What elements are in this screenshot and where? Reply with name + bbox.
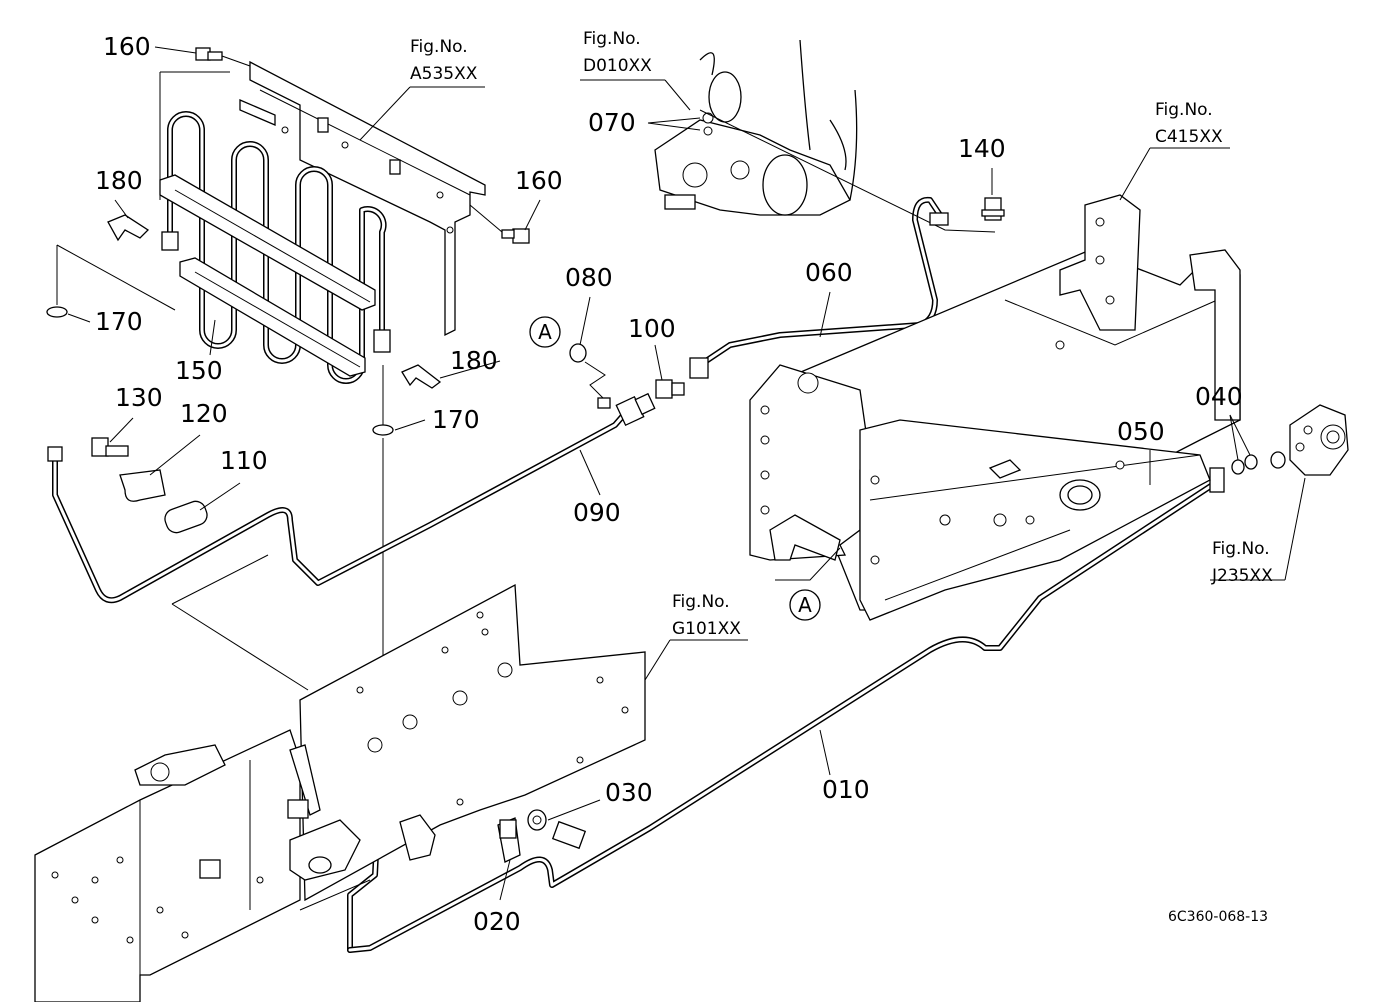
- figure-refs: Fig.No. A535XX Fig.No. D010XX Fig.No. C4…: [410, 29, 1273, 639]
- o-ring-170-left: [46, 306, 68, 318]
- part-label-060: 060: [805, 258, 853, 287]
- fig-ref-a535: Fig.No. A535XX: [410, 37, 478, 84]
- main-frame: [749, 194, 1241, 621]
- collar-080: [569, 343, 587, 363]
- part-label-090: 090: [573, 498, 621, 527]
- svg-text:A535XX: A535XX: [410, 64, 478, 84]
- svg-text:Fig.No.: Fig.No.: [1155, 100, 1213, 120]
- part-label-040: 040: [1195, 382, 1243, 411]
- grommet-110: [164, 500, 208, 534]
- clamp-120: [119, 469, 166, 502]
- chassis-frame: [34, 729, 436, 1003]
- part-label-030: 030: [605, 778, 653, 807]
- svg-text:Fig.No.: Fig.No.: [1212, 539, 1270, 559]
- part-label-180: 180: [95, 166, 143, 195]
- flange-040: [1209, 467, 1225, 493]
- lower-plate: [299, 583, 646, 902]
- part-label-180: 180: [450, 346, 498, 375]
- svg-text:A: A: [798, 593, 812, 617]
- o-ring-170-right: [372, 424, 394, 436]
- nut-090: [615, 392, 656, 427]
- fig-ref-g101: Fig.No. G101XX: [672, 592, 741, 639]
- oil-cooler-assembly: [159, 60, 486, 384]
- filter-head: [1270, 404, 1349, 476]
- svg-text:C415XX: C415XX: [1155, 127, 1223, 147]
- fitting-100: [655, 357, 709, 399]
- bolt-030: [551, 820, 587, 850]
- part-label-160: 160: [103, 32, 151, 61]
- part-label-160: 160: [515, 166, 563, 195]
- leader-lines: [67, 46, 1306, 901]
- part-label-010: 010: [822, 775, 870, 804]
- tube-end-090: [47, 446, 63, 462]
- part-label-120: 120: [180, 399, 228, 428]
- part-label-050: 050: [1117, 417, 1165, 446]
- drawing-code: 6C360-068-13: [1168, 909, 1268, 925]
- clip-090: [597, 397, 611, 409]
- bolt-160-right: [469, 204, 530, 244]
- fig-ref-j235: Fig.No. J235XX: [1211, 539, 1273, 586]
- clamp-060: [929, 212, 949, 226]
- bolt-160-top: [195, 47, 251, 67]
- svg-text:D010XX: D010XX: [583, 56, 652, 76]
- fig-ref-c415: Fig.No. C415XX: [1155, 100, 1223, 147]
- pump-assembly: [654, 39, 858, 216]
- part-label-130: 130: [115, 383, 163, 412]
- fig-ref-d010: Fig.No. D010XX: [583, 29, 652, 76]
- part-label-080: 080: [565, 263, 613, 292]
- part-label-110: 110: [220, 446, 268, 475]
- clip-180-right: [401, 364, 442, 389]
- connector-140: [981, 197, 1005, 221]
- svg-text:J235XX: J235XX: [1211, 566, 1273, 586]
- o-ring-040-b: [1244, 454, 1258, 470]
- washer-030: [527, 809, 547, 831]
- part-label-170: 170: [95, 307, 143, 336]
- part-label-070: 070: [588, 108, 636, 137]
- svg-text:Fig.No.: Fig.No.: [410, 37, 468, 57]
- svg-text:Fig.No.: Fig.No.: [672, 592, 730, 612]
- bolt-130: [91, 437, 129, 457]
- clamp-020: [497, 817, 521, 863]
- part-label-170: 170: [432, 405, 480, 434]
- svg-text:G101XX: G101XX: [672, 619, 741, 639]
- svg-text:Fig.No.: Fig.No.: [583, 29, 641, 49]
- part-labels: 160 160 180 180 170 170 150 130 120 110 …: [95, 32, 1243, 936]
- part-label-020: 020: [473, 907, 521, 936]
- part-label-100: 100: [628, 314, 676, 343]
- svg-text:A: A: [538, 320, 552, 344]
- part-label-150: 150: [175, 356, 223, 385]
- connector-marker-a-frame: A: [775, 547, 841, 621]
- o-ring-040-a: [1231, 459, 1245, 475]
- part-label-140: 140: [958, 134, 1006, 163]
- clip-180-left: [107, 214, 150, 242]
- connector-marker-a-tube: A: [529, 316, 561, 348]
